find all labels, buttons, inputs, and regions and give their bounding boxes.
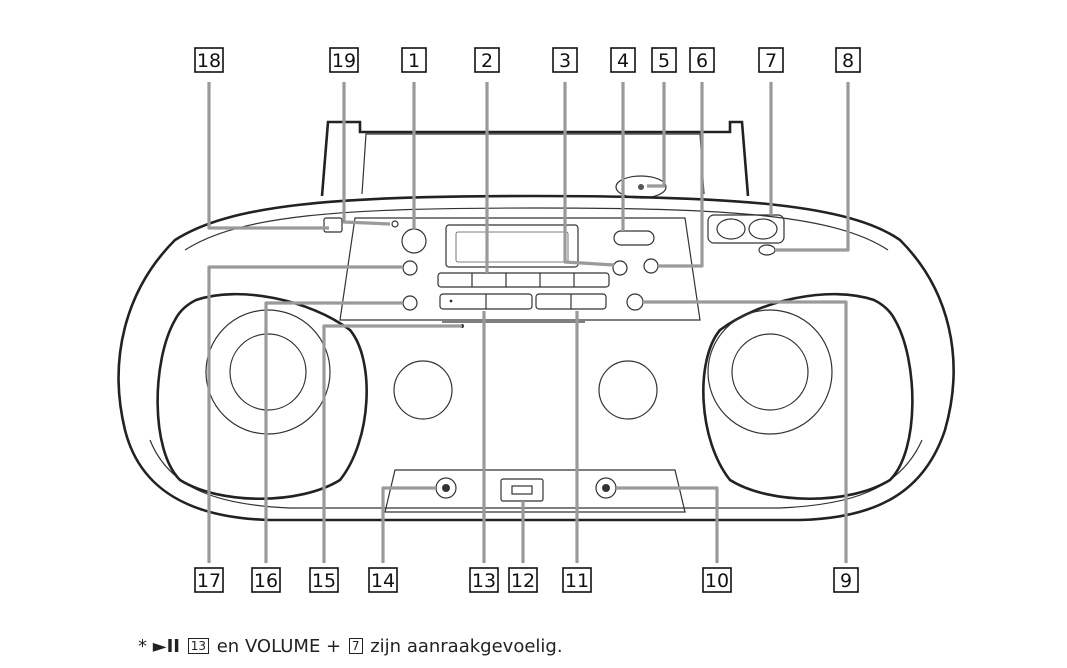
power-button [401, 228, 427, 254]
callout-16: 16 [251, 567, 281, 593]
footnote-end: zijn aanraakgevoelig. [370, 636, 563, 657]
callout-8: 8 [835, 47, 861, 73]
control-panel [339, 217, 701, 321]
right-speaker-grille [702, 292, 914, 501]
svg-text:16: 16 [254, 570, 278, 592]
svg-text:1: 1 [408, 50, 420, 72]
left-woofer [205, 309, 331, 435]
svg-text:3: 3 [559, 50, 571, 72]
display-window [445, 224, 579, 268]
callout-10: 10 [702, 567, 732, 593]
callout-3: 3 [552, 47, 578, 73]
svg-text:17: 17 [197, 570, 221, 592]
callout-11: 11 [562, 567, 592, 593]
left-speaker-grille [156, 292, 368, 501]
svg-text:9: 9 [840, 570, 852, 592]
callout-5: 5 [651, 47, 677, 73]
footnote-star: * [138, 636, 147, 657]
svg-text:5: 5 [658, 50, 670, 72]
remote-sensor [323, 217, 343, 233]
callout-2: 2 [474, 47, 500, 73]
volume-minus-button [716, 218, 746, 240]
callout-14: 14 [368, 567, 398, 593]
callout-15: 15 [309, 567, 339, 593]
callout-19: 19 [329, 47, 359, 73]
svg-text:18: 18 [197, 50, 221, 72]
button-4 [613, 230, 655, 246]
body-inner-contour [184, 207, 889, 251]
callout-12: 12 [508, 567, 538, 593]
right-tweeter [598, 360, 658, 420]
volume-buttons-frame [707, 214, 785, 244]
knob-8 [758, 244, 776, 256]
callout-1: 1 [401, 47, 427, 73]
callout-badges: 18 19 1 2 3 4 5 6 [194, 47, 861, 593]
svg-text:6: 6 [696, 50, 708, 72]
svg-text:13: 13 [472, 570, 496, 592]
svg-text:14: 14 [371, 570, 395, 592]
skip-buttons [535, 293, 607, 310]
svg-text:12: 12 [511, 570, 535, 592]
footnote: * ►II 13 en VOLUME + 7 zijn aanraakgevoe… [138, 636, 563, 657]
footnote-middle: en VOLUME + [216, 636, 342, 657]
callout-18: 18 [194, 47, 224, 73]
callout-7: 7 [758, 47, 784, 73]
svg-text:19: 19 [332, 50, 356, 72]
volume-plus-button [748, 218, 778, 240]
left-woofer-inner [229, 333, 307, 411]
play-stop-buttons [439, 293, 533, 310]
callout-6: 6 [689, 47, 715, 73]
svg-text:15: 15 [312, 570, 336, 592]
main-body-outline [117, 194, 955, 522]
left-tweeter [393, 360, 453, 420]
preset-buttons [437, 272, 610, 288]
right-woofer [707, 309, 833, 435]
svg-text:4: 4 [617, 50, 629, 72]
button-6 [643, 258, 659, 274]
svg-text:2: 2 [481, 50, 493, 72]
callout-9: 9 [833, 567, 859, 593]
footnote-badge-13: 13 [187, 638, 209, 654]
left-small-button-bottom [402, 295, 418, 311]
indicator-led [391, 220, 399, 228]
svg-text:11: 11 [565, 570, 589, 592]
footnote-badge-7: 7 [348, 638, 363, 654]
leader-lines [207, 82, 850, 563]
cd-lid [320, 120, 750, 197]
boombox-illustration [117, 120, 955, 522]
callout-4: 4 [610, 47, 636, 73]
button-3 [612, 260, 628, 276]
callout-13: 13 [469, 567, 499, 593]
port-panel [384, 469, 686, 513]
play-pause-symbol: ►II [152, 636, 180, 657]
svg-text:10: 10 [705, 570, 729, 592]
left-small-button-top [402, 260, 418, 276]
callout-17: 17 [194, 567, 224, 593]
button-9 [626, 293, 644, 311]
svg-text:8: 8 [842, 50, 854, 72]
svg-text:7: 7 [765, 50, 777, 72]
right-woofer-inner [731, 333, 809, 411]
usb-port [500, 478, 544, 502]
